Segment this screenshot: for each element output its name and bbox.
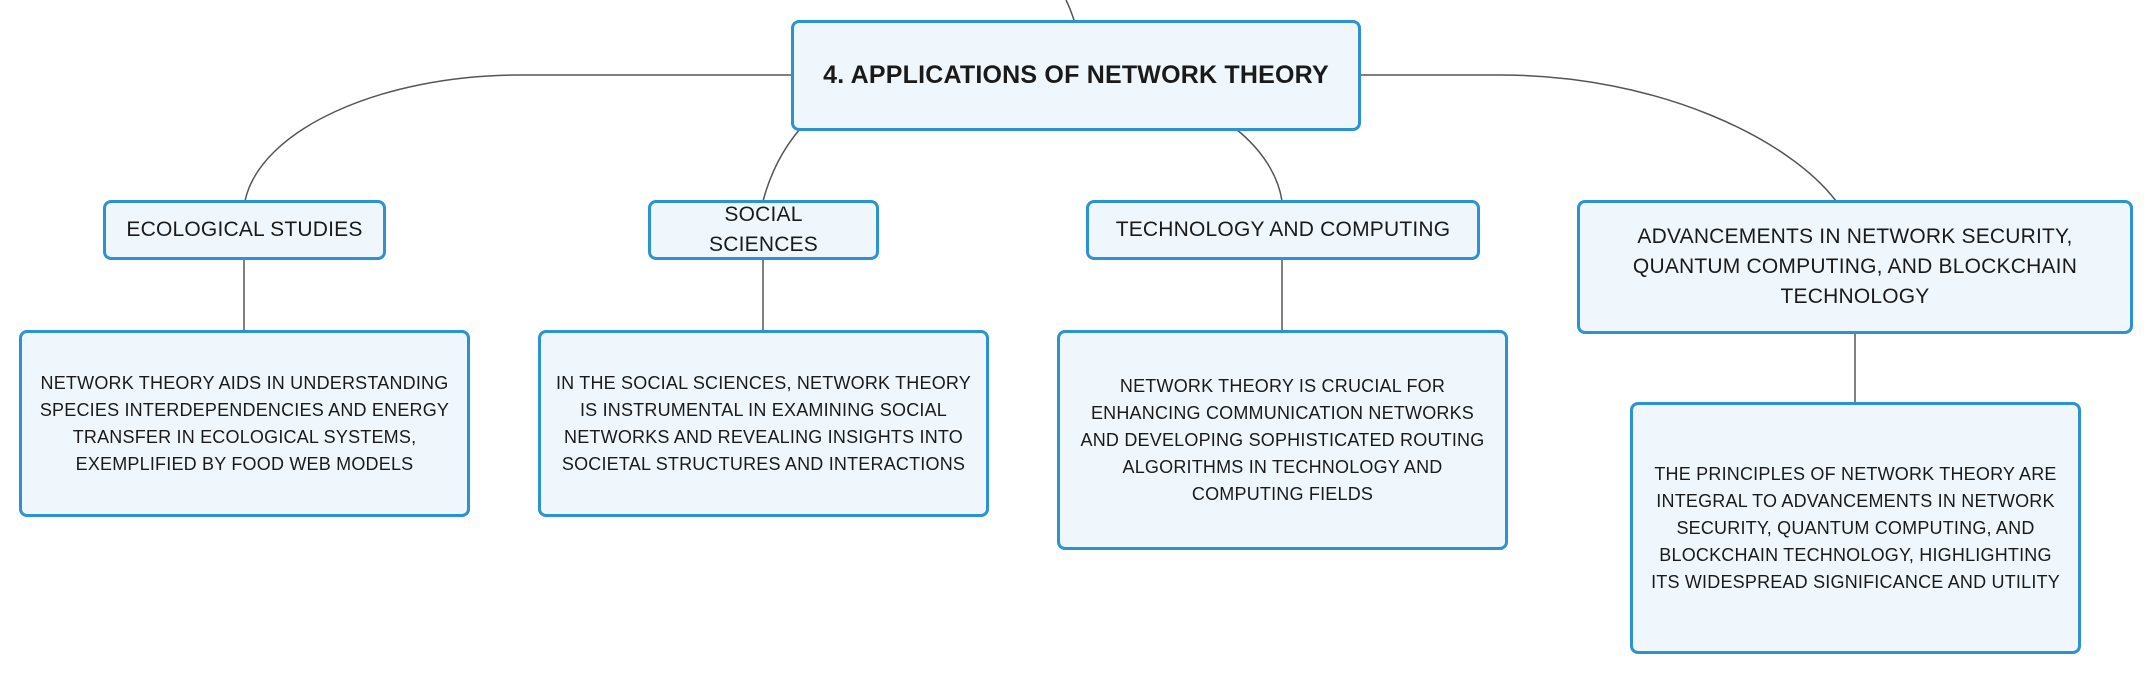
- connector-root-technology: [1235, 128, 1283, 202]
- connector-root-ecological: [244, 74, 792, 202]
- branch-label: ECOLOGICAL STUDIES: [126, 218, 363, 241]
- branch-social-sciences[interactable]: SOCIAL SCIENCES: [648, 200, 879, 260]
- branch-technology-and-computing[interactable]: TECHNOLOGY AND COMPUTING: [1086, 200, 1480, 260]
- detail-text: NETWORK THEORY AIDS IN UNDERSTANDING SPE…: [39, 372, 450, 474]
- connector-root-social: [762, 128, 801, 202]
- branch-label: TECHNOLOGY AND COMPUTING: [1115, 218, 1451, 241]
- detail-ecological-studies[interactable]: NETWORK THEORY AIDS IN UNDERSTANDING SPE…: [19, 330, 470, 517]
- root-node[interactable]: 4. APPLICATIONS OF NETWORK THEORY: [791, 20, 1361, 131]
- connector-root-advancements: [1360, 74, 1837, 202]
- detail-text: THE PRINCIPLES OF NETWORK THEORY ARE INT…: [1651, 463, 2060, 592]
- branch-ecological-studies[interactable]: ECOLOGICAL STUDIES: [103, 200, 386, 260]
- detail-advancements[interactable]: THE PRINCIPLES OF NETWORK THEORY ARE INT…: [1630, 402, 2081, 654]
- detail-technology-and-computing[interactable]: NETWORK THEORY IS CRUCIAL FOR ENHANCING …: [1057, 330, 1508, 550]
- branch-label: ADVANCEMENTS IN NETWORK SECURITY, QUANTU…: [1632, 225, 2078, 308]
- detail-text: IN THE SOCIAL SCIENCES, NETWORK THEORY I…: [555, 372, 971, 474]
- branch-label: SOCIAL SCIENCES: [709, 203, 818, 256]
- root-label: 4. APPLICATIONS OF NETWORK THEORY: [823, 61, 1329, 89]
- detail-social-sciences[interactable]: IN THE SOCIAL SCIENCES, NETWORK THEORY I…: [538, 330, 989, 517]
- detail-text: NETWORK THEORY IS CRUCIAL FOR ENHANCING …: [1080, 375, 1485, 504]
- branch-advancements[interactable]: ADVANCEMENTS IN NETWORK SECURITY, QUANTU…: [1577, 200, 2133, 334]
- connector-parent: [1065, 0, 1075, 21]
